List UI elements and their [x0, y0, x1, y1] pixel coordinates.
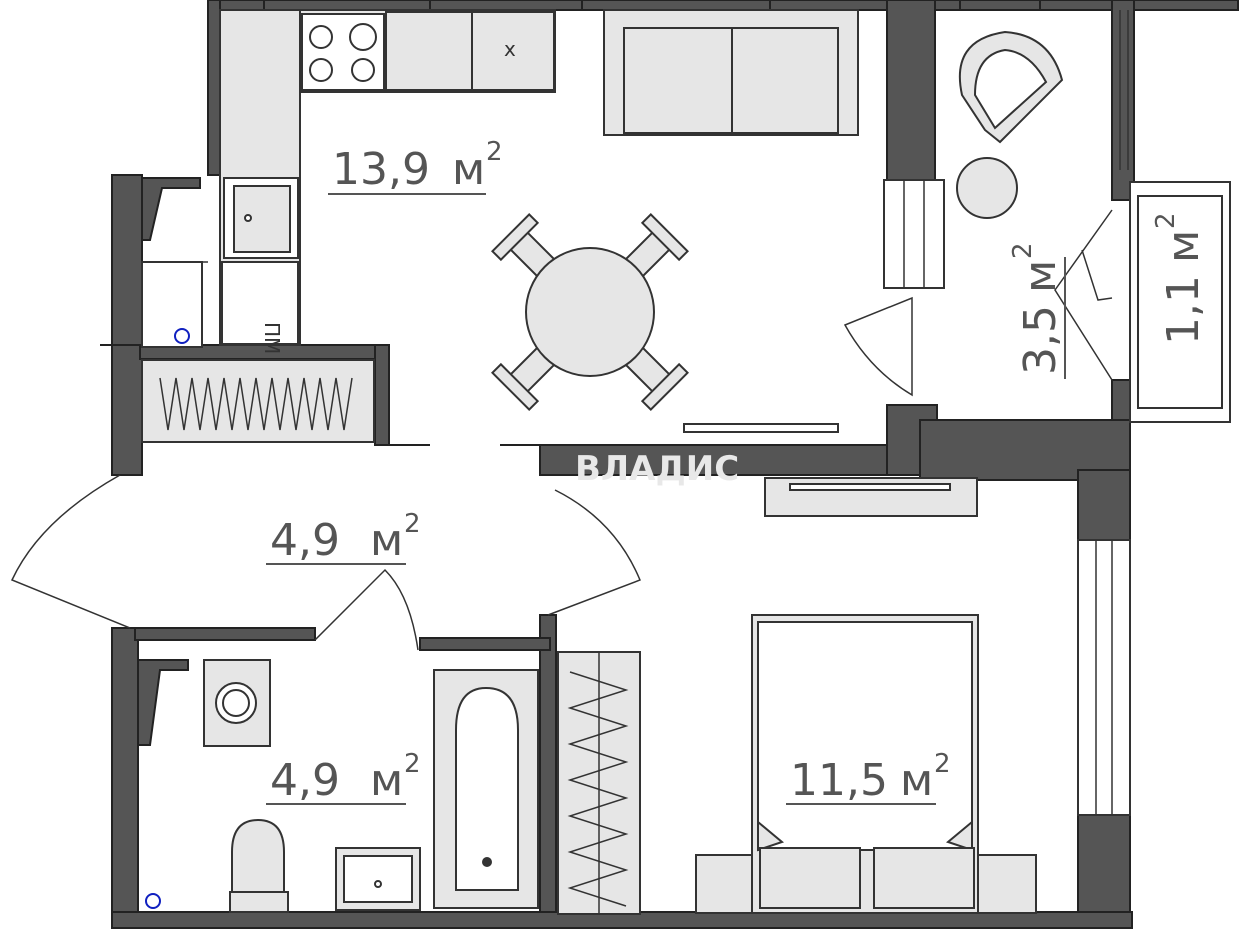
area-value: 1,1 [1158, 275, 1209, 345]
windows [883, 10, 1231, 816]
area-label-bathroom: 4,9 м 2 [266, 749, 421, 806]
area-sup: 2 [404, 509, 421, 539]
bedroom-furniture [557, 423, 1037, 915]
dishwasher-label: ПМ [260, 322, 284, 354]
area-label-kitchen-living: 13,9 м 2 [328, 137, 503, 195]
area-value: 3,5 [1015, 305, 1066, 375]
dining-table [491, 213, 689, 411]
area-unit: м [370, 515, 403, 566]
hood-label: x [504, 37, 516, 61]
hall-wardrobe [141, 177, 375, 443]
area-label-bedroom: 11,5 м 2 [786, 749, 951, 806]
area-unit: м [1158, 230, 1209, 263]
area-sup: 2 [934, 749, 951, 779]
area-unit: м [1015, 260, 1066, 293]
area-unit: м [900, 755, 933, 806]
area-sup: 2 [1151, 212, 1181, 229]
area-unit: м [452, 144, 485, 195]
bathroom-fixtures [137, 659, 539, 913]
armchair [956, 30, 1064, 219]
burner-icon [309, 58, 333, 82]
watermark: ВЛАДИС [575, 449, 739, 489]
area-value: 4,9 [270, 515, 340, 566]
area-unit: м [370, 755, 403, 806]
area-label-wardrobe: 3,5 м 2 [1008, 242, 1066, 379]
burner-icon [349, 23, 377, 51]
area-value: 4,9 [270, 755, 340, 806]
doors [10, 209, 1113, 651]
sofa [603, 9, 859, 136]
area-label-hall: 4,9 м 2 [266, 509, 421, 566]
burner-icon [309, 25, 333, 49]
area-sup: 2 [486, 137, 503, 167]
burner-icon [351, 58, 375, 82]
kitchen-furniture [219, 9, 556, 346]
area-value: 13,9 [332, 144, 430, 195]
area-sup: 2 [404, 749, 421, 779]
area-label-balcony: 1,1 м 2 [1151, 212, 1209, 345]
area-sup: 2 [1008, 242, 1038, 259]
area-value: 11,5 [790, 755, 888, 806]
